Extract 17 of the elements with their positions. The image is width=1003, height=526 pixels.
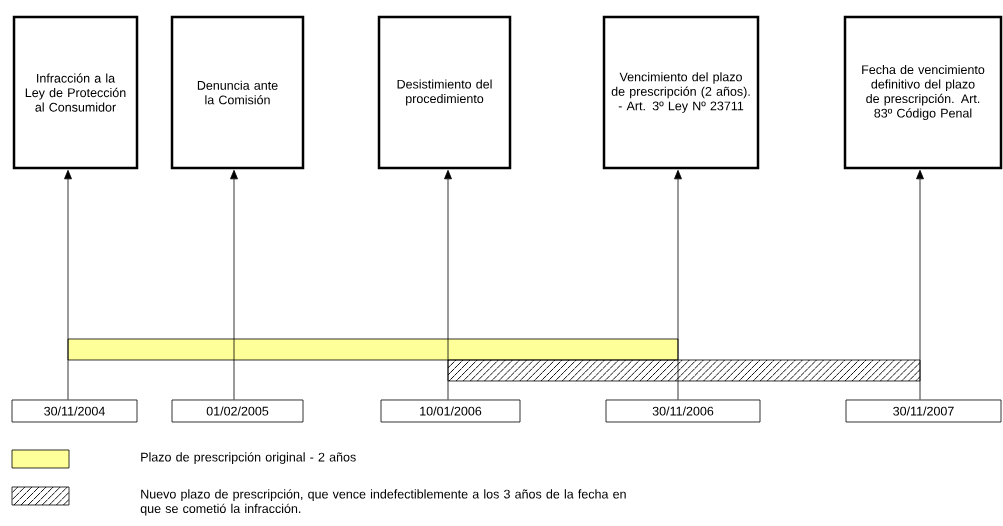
event-box: Fecha de vencimiento definitivo del plazo de prescripción. Art. 83º Código Penal bbox=[843, 15, 1003, 170]
arrow bbox=[674, 169, 682, 400]
arrow bbox=[916, 169, 924, 400]
arrow bbox=[230, 169, 238, 400]
arrow bbox=[64, 169, 72, 400]
event-box: Desistimiento del procedimiento bbox=[377, 15, 512, 170]
arrow bbox=[444, 169, 452, 400]
date-box: 30/11/2004 bbox=[11, 399, 138, 423]
event-box: Denuncia ante la Comisión bbox=[170, 15, 305, 170]
event-box: Infracción a la Ley de Protección al Consumidor bbox=[12, 15, 139, 170]
legend-label: Nuevo plazo de prescripción, que vence indefectiblemente a los 3 años de la fecha en que se cometió la infracción. bbox=[140, 489, 626, 516]
date-box: 10/01/2006 bbox=[380, 399, 521, 423]
legend-label: Plazo de prescripción original - 2 años bbox=[141, 452, 356, 464]
date-box: 30/11/2007 bbox=[845, 399, 1002, 423]
date-box: 01/02/2005 bbox=[171, 399, 304, 423]
event-box: Vencimiento del plazo de prescripción (2 años). - Art. 3º Ley Nº 23711 bbox=[602, 15, 760, 170]
date-box: 30/11/2006 bbox=[605, 399, 761, 423]
